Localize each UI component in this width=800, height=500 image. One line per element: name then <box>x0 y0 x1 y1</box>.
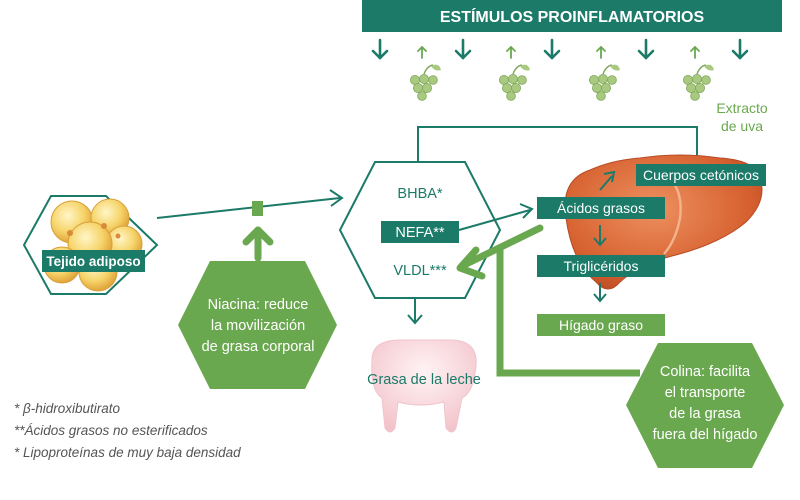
niacina-label: Niacina: reduce <box>208 297 309 313</box>
colina-label: de la grasa <box>669 406 742 422</box>
niacina-label: la movilización <box>211 318 305 334</box>
arrow-down-icon <box>454 38 472 60</box>
grape-icon <box>409 64 441 101</box>
ketones-box <box>636 164 766 186</box>
inhibition-marker <box>252 201 263 216</box>
fatty-liver-label: Hígado graso <box>559 317 643 333</box>
flow-arrow-head <box>593 237 607 247</box>
banner-title: ESTÍMULOS PROINFLAMATORIOS <box>440 7 705 26</box>
flow-arrow-head <box>603 170 616 183</box>
triglycerides-label: Triglicéridos <box>564 258 639 274</box>
milk-fat-label: Grasa de la leche <box>367 372 481 388</box>
flow-arrow-head <box>407 314 423 325</box>
grape-extract-label: de uva <box>721 118 763 134</box>
flow-arrow <box>156 197 341 219</box>
banner: ESTÍMULOS PROINFLAMATORIOS <box>362 0 782 32</box>
proinflammatory-arrows <box>371 38 749 60</box>
arrow-down-icon <box>371 38 389 60</box>
bhba-label: BHBA* <box>397 186 442 202</box>
arrow-down-icon <box>731 38 749 60</box>
niacina-hexagon <box>178 261 337 389</box>
flow-arrow-head <box>519 203 534 219</box>
colina-hexagon <box>626 343 784 468</box>
nefa-box <box>381 221 459 243</box>
colina-label: Colina: facilita <box>660 364 751 380</box>
flow-arrow <box>599 175 613 191</box>
adipose-label-box <box>42 250 145 272</box>
colina-bracket <box>496 248 640 377</box>
arrow-up-icon <box>596 46 606 59</box>
footnote-nefa: **Ácidos grasos no esterificados <box>14 423 208 438</box>
grape-icon <box>498 64 530 101</box>
colina-label: fuera del hígado <box>653 427 758 443</box>
niacina-arrow <box>242 226 274 262</box>
arrow-up-icon <box>506 46 516 59</box>
grape-icon <box>588 64 620 101</box>
adipose-label: Tejido adiposo <box>46 254 140 269</box>
grape-extract-label: Extracto <box>716 100 768 116</box>
fatty-liver-box <box>537 314 665 336</box>
ketones-label: Cuerpos cetónicos <box>643 167 759 183</box>
udder-icon <box>371 339 477 433</box>
grape-arrows <box>417 46 700 59</box>
fatty-acids-box <box>537 197 665 219</box>
flow-arrow <box>458 209 531 231</box>
fatty-acids-label: Ácidos grasos <box>557 200 645 216</box>
nefa-label: NEFA** <box>395 225 445 241</box>
footnote-vldl: * Lipoproteínas de muy baja densidad <box>14 445 241 460</box>
arrow-up-icon <box>690 46 700 59</box>
flow-arrow-head <box>593 293 607 303</box>
connector-line <box>417 126 698 170</box>
niacina-label: de grasa corporal <box>202 339 315 355</box>
flow-arrow-head <box>329 189 344 207</box>
grape-icon <box>682 64 714 101</box>
footnote-bhba: * β-hidroxibutirato <box>14 401 121 416</box>
colina-arrow <box>458 224 544 270</box>
vldl-label: VLDL*** <box>393 263 447 279</box>
triglycerides-box <box>537 255 665 277</box>
arrow-down-icon <box>637 38 655 60</box>
arrow-down-icon <box>543 38 561 60</box>
colina-arrow-head <box>456 246 486 280</box>
colina-label: el transporte <box>665 385 746 401</box>
arrow-up-icon <box>417 46 427 59</box>
